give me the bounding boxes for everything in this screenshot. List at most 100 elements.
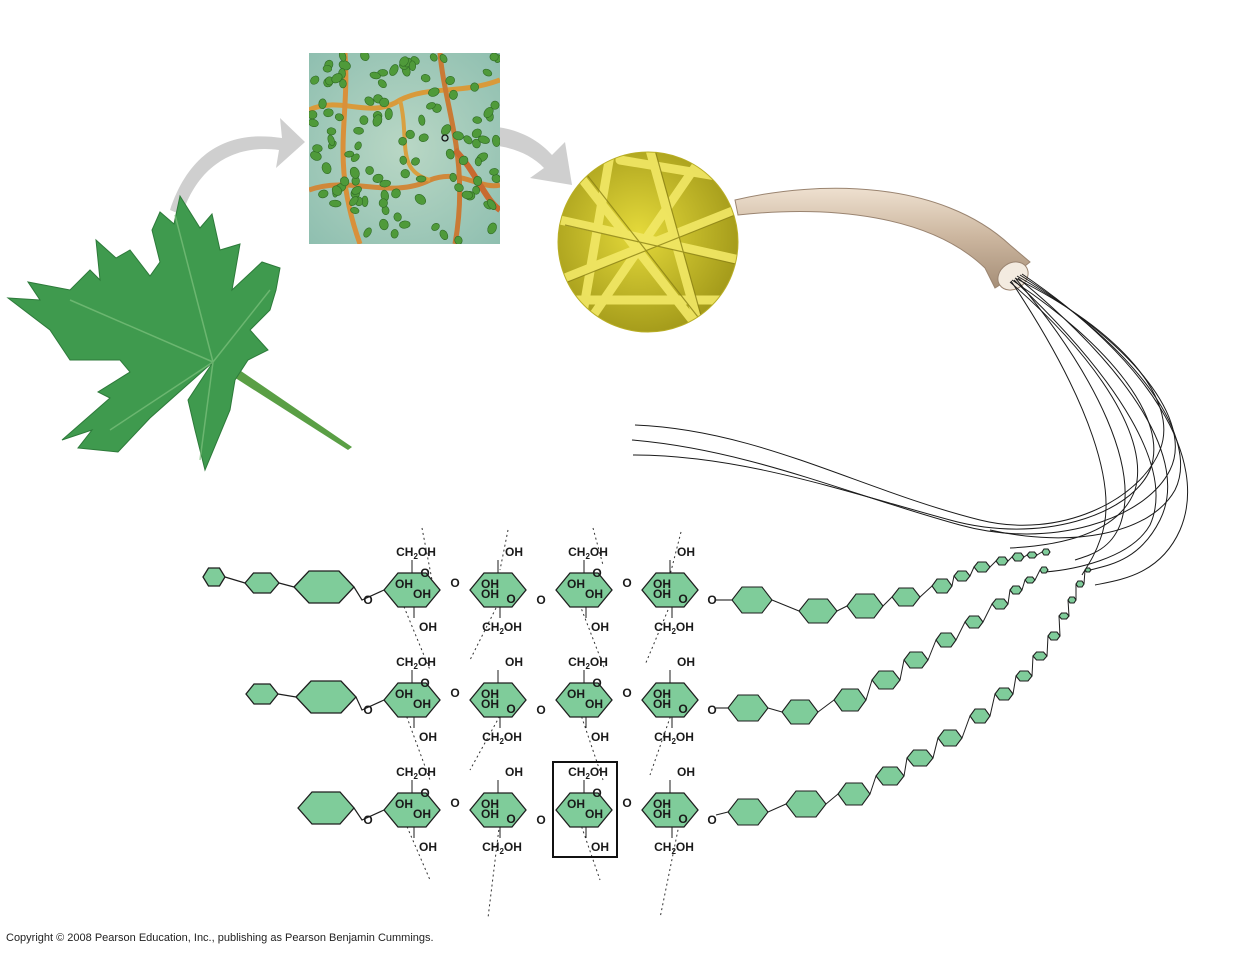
ch2oh-label: CH2OH	[482, 730, 522, 746]
ch2oh-label: CH2OH	[568, 545, 608, 561]
hydroxyl-label: OH	[413, 697, 431, 711]
glucose-ring	[891, 587, 921, 607]
hydroxyl-label: OH	[395, 577, 413, 591]
glycosidic-oxygen-label: O	[450, 686, 459, 700]
glucose-ring	[555, 792, 613, 828]
hydroxyl-label: OH	[585, 587, 603, 601]
glucose-ring	[1011, 552, 1025, 562]
glucose-ring	[383, 572, 441, 608]
ch2oh-label: CH2OH	[396, 655, 436, 671]
glucose-ring	[1067, 596, 1077, 604]
glucose-ring	[555, 682, 613, 718]
glucose-ring	[295, 680, 357, 714]
cellulose-molecule-rows: OOOHOHCH2OHOHOOOHOHOHCH2OHOOOHOHCH2OHOHO…	[202, 545, 717, 856]
glucose-ring	[906, 749, 934, 767]
glucose-ring	[469, 572, 527, 608]
hydroxyl-label: OH	[591, 730, 609, 744]
glucose-ring	[931, 578, 953, 594]
glucose-ring	[994, 687, 1014, 701]
ch2oh-label: CH2OH	[396, 765, 436, 781]
glycosidic-oxygen-label: O	[707, 593, 716, 607]
ch2oh-label: CH2OH	[654, 840, 694, 856]
hydroxyl-label: OH	[591, 840, 609, 854]
glycosidic-oxygen-label: O	[622, 576, 631, 590]
tail-chain-1	[716, 548, 1051, 624]
hydroxyl-label: OH	[585, 807, 603, 821]
ring-oxygen-label: O	[420, 566, 429, 580]
ch2oh-label: CH2OH	[654, 620, 694, 636]
glucose-ring	[1026, 551, 1038, 559]
hydroxyl-label: OH	[481, 797, 499, 811]
glucose-ring	[469, 792, 527, 828]
glucose-ring	[1009, 585, 1023, 595]
hydroxyl-label: OH	[505, 655, 523, 669]
ring-oxygen-label: O	[506, 702, 515, 716]
glucose-ring	[837, 782, 871, 806]
ch2oh-label: CH2OH	[568, 765, 608, 781]
hydroxyl-label: OH	[395, 797, 413, 811]
glucose-ring	[1075, 580, 1085, 588]
hydroxyl-label: OH	[419, 840, 437, 854]
glucose-ring	[798, 598, 838, 624]
glucose-ring	[1039, 566, 1049, 574]
ring-oxygen-label: O	[506, 812, 515, 826]
hydroxyl-label: OH	[585, 697, 603, 711]
glucose-ring	[727, 694, 769, 722]
glycosidic-oxygen-label: O	[363, 593, 372, 607]
ring-oxygen-label: O	[592, 786, 601, 800]
cell-wall-fiber-icon	[734, 187, 1031, 291]
glucose-ring	[1032, 651, 1048, 661]
hydroxyl-label: OH	[481, 807, 499, 821]
hydroxyl-label: OH	[481, 577, 499, 591]
ring-oxygen-label: O	[678, 812, 687, 826]
glucose-ring	[383, 792, 441, 828]
ch2oh-label: CH2OH	[568, 655, 608, 671]
hydroxyl-label: OH	[653, 797, 671, 811]
glycosidic-oxygen-label: O	[450, 576, 459, 590]
tail-chain-3	[715, 567, 1092, 826]
glucose-ring	[903, 651, 929, 669]
glucose-ring	[297, 791, 355, 825]
glucose-ring	[641, 572, 699, 608]
ring-oxygen-label: O	[420, 676, 429, 690]
hydroxyl-label: OH	[419, 620, 437, 634]
glucose-ring	[293, 570, 355, 604]
glucose-ring	[991, 598, 1009, 610]
cellulose-tail-chains	[715, 548, 1092, 826]
glycosidic-oxygen-label: O	[450, 796, 459, 810]
glucose-ring	[1024, 576, 1036, 584]
hydroxyl-label: OH	[653, 807, 671, 821]
ring-oxygen-label: O	[506, 592, 515, 606]
hydroxyl-label: OH	[567, 577, 585, 591]
glucose-ring	[1058, 612, 1070, 620]
hydroxyl-label: OH	[481, 687, 499, 701]
hydroxyl-label: OH	[419, 730, 437, 744]
glycosidic-oxygen-label: O	[707, 703, 716, 717]
ch2oh-label: CH2OH	[654, 730, 694, 746]
ring-oxygen-label: O	[678, 592, 687, 606]
glucose-ring	[244, 572, 280, 594]
hydroxyl-label: OH	[505, 545, 523, 559]
cellulose-row-2: OOOHOHCH2OHOHOOOHOHOHCH2OHOOOHOHCH2OHOHO…	[245, 655, 717, 746]
hydroxyl-label: OH	[481, 697, 499, 711]
glycosidic-oxygen-label: O	[536, 813, 545, 827]
hydroxyl-label: OH	[395, 687, 413, 701]
maple-leaf-icon	[6, 194, 352, 472]
glycosidic-oxygen-label: O	[363, 813, 372, 827]
hydroxyl-label: OH	[505, 765, 523, 779]
glucose-ring	[937, 729, 963, 747]
glucose-monomer-highlight	[552, 761, 618, 858]
ch2oh-label: CH2OH	[482, 840, 522, 856]
glucose-ring	[969, 708, 991, 724]
hydroxyl-label: OH	[567, 797, 585, 811]
hydroxyl-label: OH	[677, 655, 695, 669]
glucose-ring	[555, 572, 613, 608]
ch2oh-label: CH2OH	[482, 620, 522, 636]
glycosidic-oxygen-label: O	[536, 593, 545, 607]
glucose-ring	[245, 683, 279, 705]
glucose-ring	[846, 593, 884, 619]
plant-cell-micrograph-icon	[309, 53, 500, 244]
cellulose-row-3: OOOHOHCH2OHOHOOOHOHOHCH2OHOOOHOHCH2OHOHO…	[297, 765, 717, 856]
glucose-ring	[383, 682, 441, 718]
